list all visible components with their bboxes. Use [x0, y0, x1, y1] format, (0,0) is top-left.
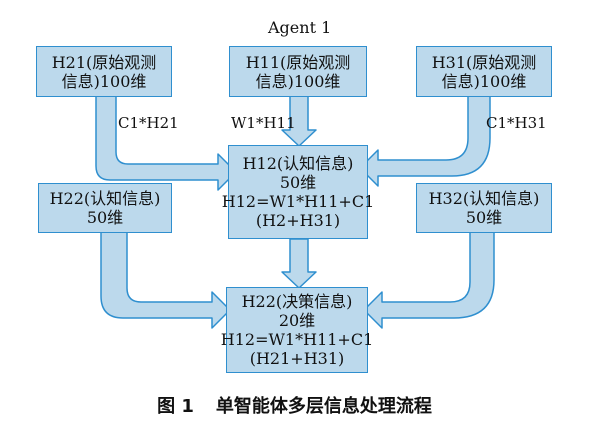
box-h21-line-2: 信息)100维 — [61, 71, 147, 91]
edge-label-c1-h31: C1*H31 — [486, 114, 547, 132]
figure-caption: 图 1 单智能体多层信息处理流程 — [0, 392, 589, 418]
box-h12-line-3: H12=W1*H11+C1 — [221, 192, 375, 211]
figure-number: 图 1 — [157, 396, 194, 417]
box-h12-cognitive: H12(认知信息) 50维 H12=W1*H11+C1 (H2+H31) — [222, 145, 374, 239]
box-h22-cognitive: H22(认知信息) 50维 — [38, 183, 172, 233]
box-h11-raw-observation: H11(原始观测 信息)100维 — [229, 46, 367, 97]
box-h22-decision-line-2: 20维 — [278, 311, 316, 330]
box-h22-decision: H22(决策信息) 20维 H12=W1*H11+C1 (H21+H31) — [221, 287, 373, 373]
box-h12-line-4: (H2+H31) — [255, 211, 341, 230]
edge-label-w1-h11: W1*H11 — [231, 114, 296, 132]
box-h11-line-1: H11(原始观测 — [245, 52, 351, 72]
box-h22-decision-line-4: (H21+H31) — [249, 349, 345, 368]
box-h32-line-1: H32(认知信息) — [428, 189, 540, 208]
agent-title: Agent 1 — [268, 18, 332, 37]
box-h22-decision-line-3: H12=W1*H11+C1 — [220, 330, 374, 349]
arrow-h12-to-h22-decision — [281, 238, 317, 289]
box-h11-line-2: 信息)100维 — [255, 71, 341, 91]
box-h22-cognitive-line-2: 50维 — [86, 208, 124, 227]
box-h31-line-2: 信息)100维 — [441, 71, 527, 91]
box-h21-raw-observation: H21(原始观测 信息)100维 — [36, 46, 172, 97]
box-h12-line-1: H12(认知信息) — [242, 154, 354, 173]
arrow-h31-to-h12 — [359, 95, 491, 187]
box-h32-line-2: 50维 — [465, 208, 503, 227]
box-h22-decision-line-1: H22(决策信息) — [241, 292, 353, 311]
box-h31-line-1: H31(原始观测 — [431, 52, 537, 72]
box-h12-line-2: 50维 — [279, 173, 317, 192]
box-h21-line-1: H21(原始观测 — [51, 52, 157, 72]
arrow-h11-to-h12 — [281, 95, 317, 147]
box-h31-raw-observation: H31(原始观测 信息)100维 — [416, 46, 552, 97]
box-h32-cognitive: H32(认知信息) 50维 — [416, 183, 552, 233]
figure-title: 单智能体多层信息处理流程 — [215, 396, 432, 417]
edge-label-c1-h21: C1*H21 — [118, 114, 179, 132]
arrow-h32-to-h22-decision — [363, 231, 495, 329]
box-h22-cognitive-line-1: H22(认知信息) — [49, 189, 161, 208]
arrow-h21-to-h12 — [95, 95, 237, 191]
arrow-h22-cognitive-to-h22-decision — [100, 231, 231, 329]
